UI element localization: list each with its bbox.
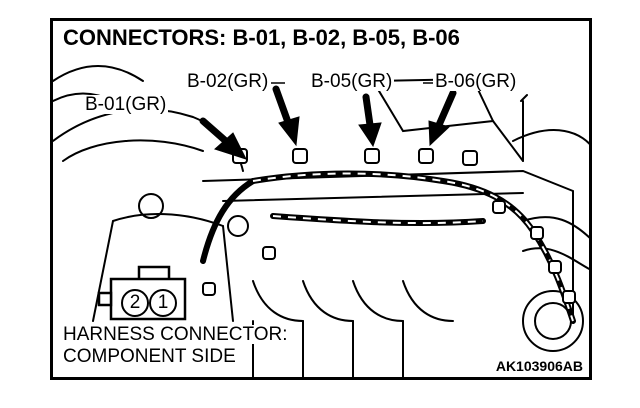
label-b06: B-06(GR) <box>433 71 519 92</box>
label-b02: B-02(GR) <box>185 71 271 92</box>
connector-pin-1: 1 <box>149 289 177 317</box>
diagram-title: CONNECTORS: B-01, B-02, B-05, B-06 <box>61 25 462 50</box>
caption-line-2: COMPONENT SIDE <box>61 346 238 367</box>
label-b01: B-01(GR) <box>83 94 169 115</box>
connector-pin-2: 2 <box>121 289 149 317</box>
label-b05: B-05(GR) <box>309 71 395 92</box>
figure-code: AK103906AB <box>492 358 586 374</box>
caption-line-1: HARNESS CONNECTOR: <box>61 324 290 345</box>
diagram-frame: CONNECTORS: B-01, B-02, B-05, B-06 B-01(… <box>50 18 592 380</box>
